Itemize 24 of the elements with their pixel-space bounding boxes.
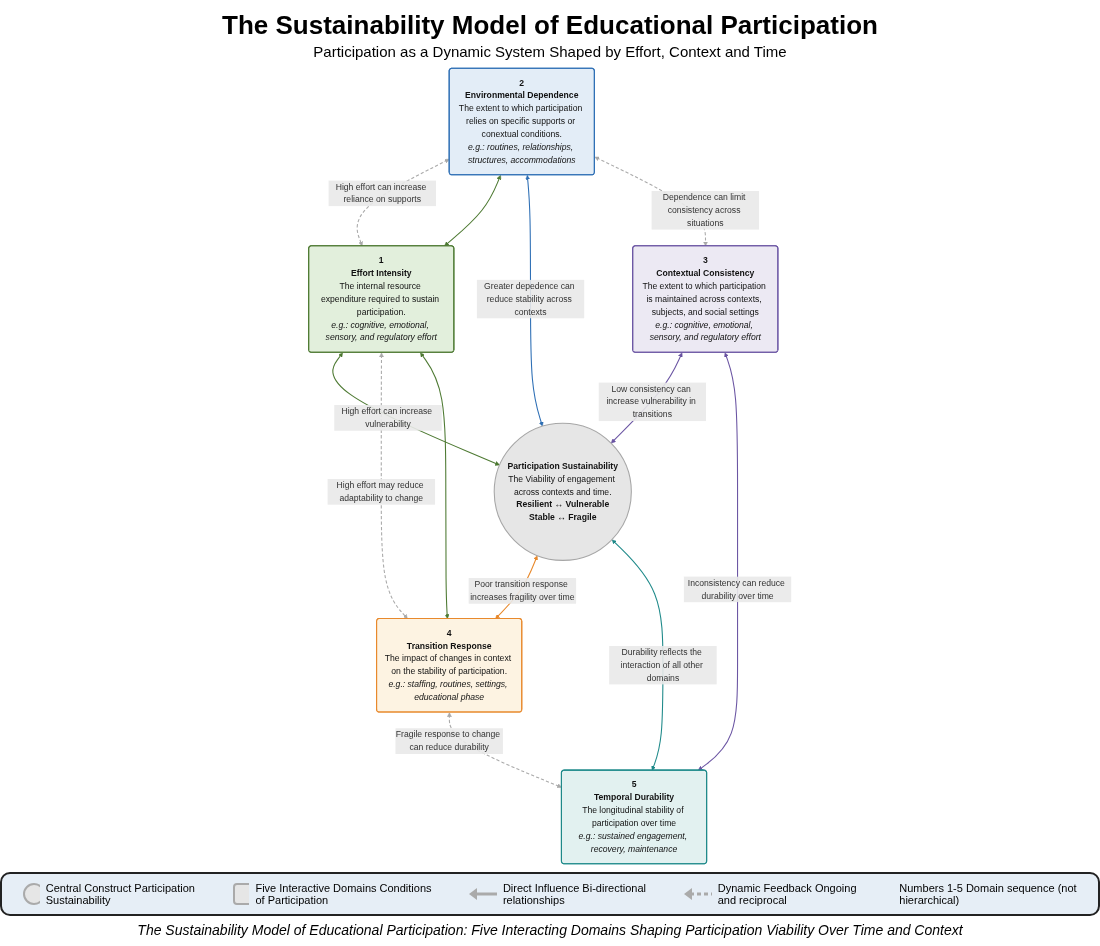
title: The Sustainability Model of Educational Participation [222,10,878,41]
caption: The Sustainability Model of Educational Participation: Five Interacting Domains Shaping Participation Viability Over Time and Context [137,922,963,938]
legend-text: Direct Influence Bi-directional relationships [502,882,647,906]
edge-label: High effort can increase reliance on supports [335,182,427,205]
arrow [332,352,500,466]
edge-label: Inconsistency can reduce durability over time [687,578,785,601]
arrow [697,352,739,771]
arrow [420,352,450,619]
edge-label: Low consistency can increase vulnerability in transitions [606,384,696,419]
edge-label: Durability reflects the interaction of all other domains [620,647,703,683]
edge-label: Fragile response to change can reduce durability [395,729,501,752]
edge-label: High effort may reduce adaptability to change [336,480,424,503]
edge-label: High effort can increase vulnerability [341,406,433,429]
edge-label: Poor transition response increases fragility over time [470,579,575,602]
arrow [379,352,408,619]
legend-text: Central Construct Participation Sustainability [45,882,196,906]
edge-label: Greater depedence can reduce stability across contexts [484,281,575,317]
subtitle: Participation as a Dynamic System Shaped by Effort, Context and Time [313,43,787,60]
legend-text: Numbers 1-5 Domain sequence (not hierarchical) [899,882,1078,906]
legend-text: Dynamic Feedback Ongoing and reciprocal [717,882,858,906]
edge-label: Dependence can limit consistency across situations [662,192,746,228]
arrow [444,175,502,247]
node-circle: Participation Sustainability The Viability of engagement across contexts and time. Resilient ↔ Vulnerable Stable ↔ Fragile [493,422,632,561]
legend-text: Five Interactive Domains Conditions of Participation [255,882,433,906]
